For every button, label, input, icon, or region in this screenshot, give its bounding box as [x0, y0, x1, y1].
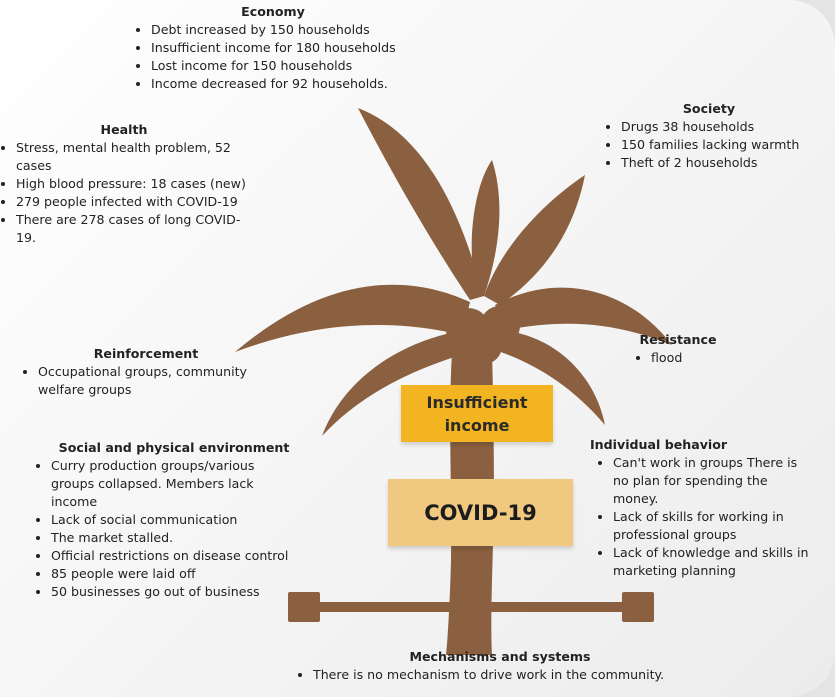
list-item: 150 families lacking warmth — [621, 136, 820, 154]
covid-sign-label: COVID-19 — [424, 500, 537, 525]
economy-title: Economy — [241, 4, 305, 19]
individual-behavior-title: Individual behavior — [590, 437, 728, 452]
ground-right-post — [622, 592, 654, 622]
list-item: Insufficient income for 180 households — [151, 39, 418, 57]
list-item: Lack of knowledge and skills in marketin… — [613, 544, 816, 580]
mechanisms-title: Mechanisms and systems — [409, 649, 591, 664]
list-item: 85 people were laid off — [51, 565, 320, 583]
list-item: Lack of social communication — [51, 511, 320, 529]
individual-behavior-section: Individual behavior Can't work in groups… — [590, 436, 816, 580]
frond-top-left — [358, 108, 500, 300]
list-item: Income decreased for 92 households. — [151, 75, 418, 93]
social-environment-title: Social and physical environment — [58, 440, 290, 455]
resistance-list: flood — [628, 349, 728, 367]
mechanisms-list: There is no mechanism to drive work in t… — [290, 666, 710, 684]
list-item: Debt increased by 150 households — [151, 21, 418, 39]
list-item: Drugs 38 households — [621, 118, 820, 136]
list-item: Official restrictions on disease control — [51, 547, 320, 565]
list-item: 279 people infected with COVID-19 — [16, 193, 255, 211]
individual-behavior-list: Can't work in groups There is no plan fo… — [590, 454, 816, 580]
society-list: Drugs 38 households 150 families lacking… — [598, 118, 820, 172]
list-item: The market stalled. — [51, 529, 320, 547]
reinforcement-section: Reinforcement Occupational groups, commu… — [15, 345, 277, 399]
list-item: Theft of 2 households — [621, 154, 820, 172]
list-item: Lost income for 150 households — [151, 57, 418, 75]
social-environment-section: Social and physical environment Curry pr… — [28, 439, 320, 601]
reinforcement-title: Reinforcement — [93, 346, 199, 361]
frond-left — [235, 284, 470, 352]
income-sign-line-2: income — [444, 415, 510, 435]
economy-list: Debt increased by 150 households Insuffi… — [128, 21, 418, 93]
list-item: Stress, mental health problem, 52 cases — [16, 139, 255, 175]
income-sign-line-1: Insufficient — [426, 392, 528, 412]
covid-sign: COVID-19 — [388, 479, 573, 546]
frond-right — [495, 287, 672, 345]
health-list: Stress, mental health problem, 52 cases … — [0, 139, 255, 247]
list-item: Curry production groups/various groups c… — [51, 457, 276, 511]
frond-left-low — [322, 330, 470, 436]
ground-bar — [300, 602, 640, 612]
ground-left-post — [288, 592, 320, 622]
list-item: Can't work in groups There is no plan fo… — [613, 454, 816, 508]
insufficient-income-sign: Insufficient income — [401, 385, 553, 442]
economy-section: Economy Debt increased by 150 households… — [128, 3, 418, 93]
resistance-title: Resistance — [639, 332, 717, 347]
list-item: 50 businesses go out of business — [51, 583, 320, 601]
list-item: There is no mechanism to drive work in t… — [313, 666, 710, 684]
society-section: Society Drugs 38 households 150 families… — [598, 100, 820, 172]
list-item: Lack of skills for working in profession… — [613, 508, 816, 544]
list-item: High blood pressure: 18 cases (new) — [16, 175, 255, 193]
social-environment-list: Curry production groups/various groups c… — [28, 457, 320, 601]
mechanisms-section: Mechanisms and systems There is no mecha… — [290, 648, 710, 684]
list-item: Occupational groups, community welfare g… — [38, 363, 277, 399]
health-title: Health — [100, 122, 148, 137]
health-section: Health Stress, mental health problem, 52… — [0, 121, 255, 247]
list-item: There are 278 cases of long COVID-19. — [16, 211, 255, 247]
list-item: flood — [651, 349, 728, 367]
resistance-section: Resistance flood — [628, 331, 728, 367]
coconut-3 — [466, 328, 502, 364]
frond-right-low — [495, 330, 605, 425]
frond-top-right — [484, 175, 585, 305]
society-title: Society — [682, 101, 736, 116]
reinforcement-list: Occupational groups, community welfare g… — [15, 363, 277, 399]
